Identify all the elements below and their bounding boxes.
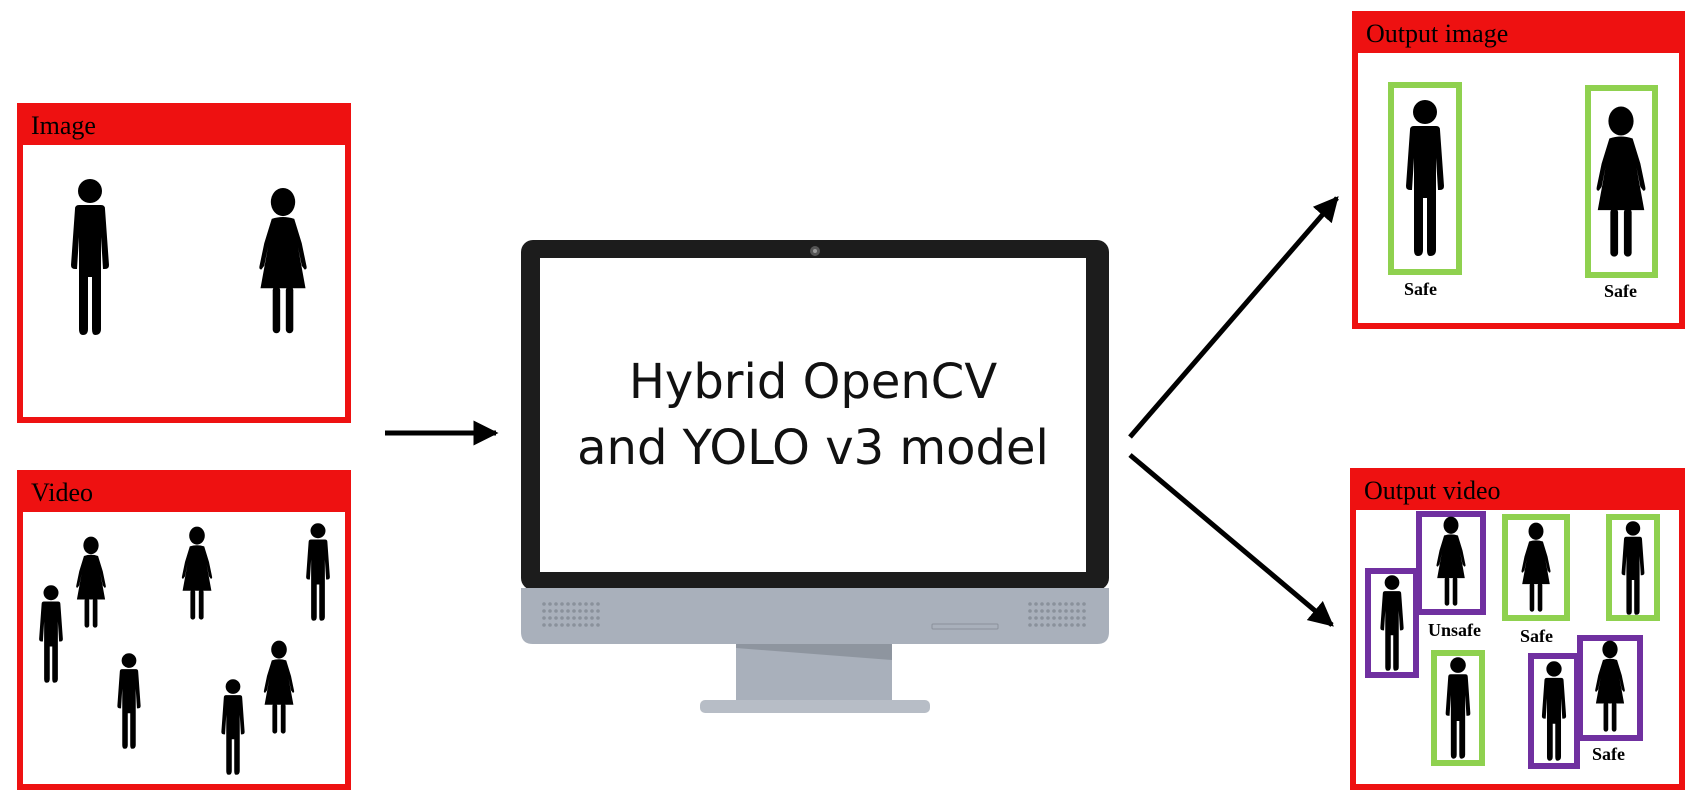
video-panel: Video [17, 470, 351, 790]
image-panel-title: Image [23, 109, 345, 145]
detection-label: Safe [1592, 744, 1625, 764]
detection-label: Safe [1404, 279, 1437, 299]
unsafe-detection-box [1577, 635, 1643, 741]
arrow-icon [1128, 453, 1334, 627]
safe-detection-box [1388, 82, 1462, 275]
safe-detection-box [1431, 650, 1485, 766]
output-image-panel-title: Output image [1358, 17, 1679, 53]
output-video-panel-title: Output video [1356, 474, 1679, 510]
video-panel-title: Video [23, 476, 345, 512]
speaker-icon [542, 602, 1086, 627]
monitor-screen-text: Hybrid OpenCV and YOLO v3 model [540, 258, 1086, 572]
output-video-panel-body: Unsafe Safe Safe [1356, 510, 1679, 784]
safe-detection-box [1606, 514, 1660, 621]
detection-label: Unsafe [1428, 620, 1481, 640]
safe-detection-box [1502, 514, 1570, 621]
output-image-panel: Output image Safe Safe [1352, 11, 1685, 329]
unsafe-detection-box [1416, 511, 1486, 615]
output-image-panel-body: Safe Safe [1358, 53, 1679, 323]
unsafe-detection-box [1365, 568, 1419, 678]
detection-label: Safe [1520, 626, 1553, 646]
output-video-panel: Output video Unsafe Safe Safe [1350, 468, 1685, 790]
image-panel: Image [17, 103, 351, 423]
safe-detection-box [1585, 85, 1658, 278]
arrow-icon [1128, 196, 1339, 439]
model-title-line-1: Hybrid OpenCV [628, 354, 998, 410]
model-title-line-2: and YOLO v3 model [577, 420, 1049, 476]
detection-label: Safe [1604, 281, 1637, 301]
